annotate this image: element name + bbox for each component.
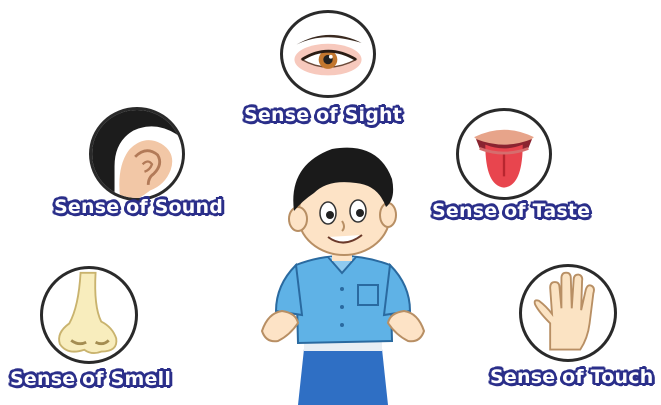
sound-label: Sense of Sound (54, 196, 223, 218)
taste-circle (456, 108, 552, 200)
touch-circle (519, 264, 617, 362)
touch-label: Sense of Touch (490, 366, 653, 388)
hand-icon (522, 267, 614, 359)
smell-label: Sense of Smell (10, 368, 171, 390)
boy-illustration (258, 135, 428, 405)
sight-circle (280, 10, 376, 98)
tongue-icon (459, 111, 549, 197)
taste-label: Sense of Taste (432, 200, 590, 222)
nose-icon (43, 269, 135, 361)
eye-icon (283, 13, 373, 95)
sound-circle (89, 107, 185, 201)
ear-icon (92, 110, 182, 198)
smell-circle (40, 266, 138, 364)
sight-label: Sense of Sight (244, 104, 402, 126)
